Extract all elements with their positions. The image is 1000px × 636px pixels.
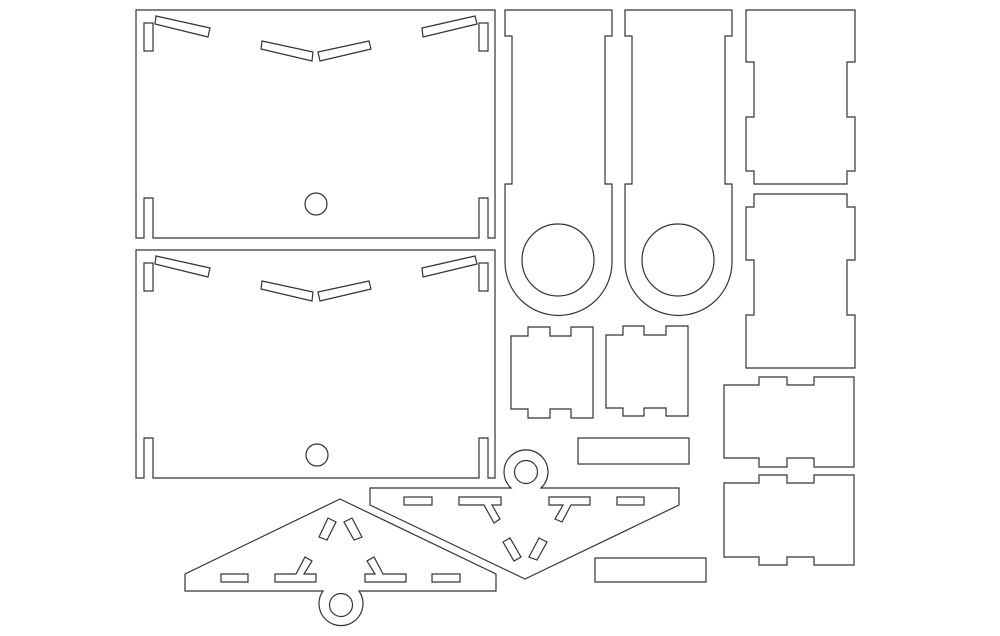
- angled-slot: [317, 280, 372, 302]
- angled-slot: [154, 255, 211, 278]
- angled-slot: [421, 255, 478, 278]
- panel-hole: [305, 443, 329, 467]
- t-slot: [274, 556, 317, 583]
- arm-right: [624, 9, 733, 317]
- small-tabbed-piece: [510, 326, 594, 419]
- angled-slot: [421, 15, 478, 38]
- arm-hole: [641, 223, 715, 297]
- bracket-outline: [184, 498, 497, 627]
- bracket-outline: [369, 449, 680, 580]
- angled-slot: [317, 40, 372, 62]
- arm-outline: [624, 9, 733, 317]
- t-slot: [458, 496, 502, 524]
- bar-piece: [594, 557, 707, 583]
- bracket-apex-down: [369, 449, 680, 580]
- panel-hole: [304, 192, 328, 216]
- angled-slot: [154, 15, 211, 38]
- base-panel-upper: [723, 376, 855, 468]
- base-panel-lower: [723, 474, 855, 566]
- bar-piece: [577, 437, 690, 465]
- bracket-slot: [431, 573, 461, 583]
- bracket-slot: [220, 573, 249, 583]
- angled-slot: [318, 517, 337, 541]
- angled-slot: [343, 517, 363, 541]
- t-slot: [548, 496, 591, 523]
- bracket-hole: [328, 592, 354, 618]
- bracket-slot: [403, 496, 433, 506]
- panel-slot: [478, 22, 489, 52]
- bracket-slot: [616, 496, 645, 506]
- arm-hole: [521, 223, 595, 297]
- end-panel-lower: [745, 193, 856, 369]
- bracket-apex-up: [184, 498, 497, 627]
- side-panel-bottom: [135, 249, 496, 479]
- angled-slot: [528, 537, 548, 561]
- bracket-hole: [513, 459, 539, 485]
- angled-slot: [502, 537, 522, 562]
- arm-outline: [504, 9, 613, 317]
- side-panel-outline: [135, 249, 496, 479]
- panel-slot: [143, 262, 154, 292]
- arm-left: [504, 9, 613, 317]
- angled-slot: [260, 280, 314, 302]
- panel-slot: [143, 22, 154, 52]
- t-slot: [364, 556, 407, 583]
- side-panel-top: [135, 9, 496, 239]
- end-panel-upper: [745, 9, 856, 185]
- angled-slot: [260, 40, 314, 62]
- small-tabbed-piece: [605, 325, 689, 417]
- panel-slot: [478, 262, 489, 292]
- side-panel-outline: [135, 9, 496, 239]
